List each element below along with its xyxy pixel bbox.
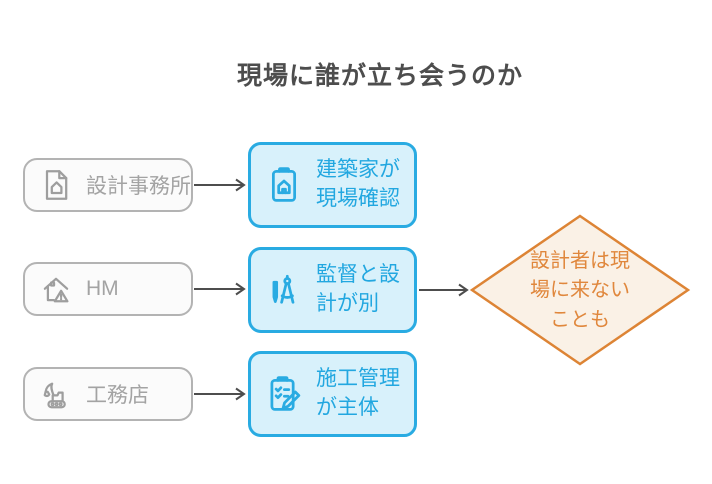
drafting-compass-icon xyxy=(272,274,295,304)
process-box-construction-managed: 施工管理が主体 xyxy=(248,351,417,437)
process-label: 施工管理が主体 xyxy=(316,367,400,419)
source-label: 工務店 xyxy=(86,384,149,407)
process-box-separate-supervision: 監督と設計が別 xyxy=(248,247,417,333)
house-alert-icon xyxy=(43,277,69,303)
clipboard-house-icon xyxy=(271,167,297,202)
diagram-title: 現場に誰が立ち会うのか xyxy=(236,62,523,90)
result-label: 設計者は現場に来ないことも xyxy=(530,250,630,331)
clipboard-pencil-icon xyxy=(270,376,301,411)
arrow-source2-to-process2 xyxy=(194,282,246,296)
process-label: 監督と設計が別 xyxy=(316,263,400,315)
process-box-architect-check: 建築家が現場確認 xyxy=(248,142,417,228)
source-box-design-office: 設計事務所 xyxy=(23,158,193,212)
excavator-icon xyxy=(43,382,66,409)
source-label: HM xyxy=(86,277,119,300)
source-label: 設計事務所 xyxy=(86,175,191,198)
result-diamond xyxy=(469,214,691,366)
document-house-icon xyxy=(45,170,68,200)
source-box-hm: HM xyxy=(23,262,193,316)
source-box-builder: 工務店 xyxy=(23,367,193,421)
arrow-process2-to-result xyxy=(419,283,469,297)
arrow-source1-to-process1 xyxy=(194,178,246,192)
arrow-source3-to-process3 xyxy=(194,387,246,401)
process-label: 建築家が現場確認 xyxy=(316,158,400,210)
